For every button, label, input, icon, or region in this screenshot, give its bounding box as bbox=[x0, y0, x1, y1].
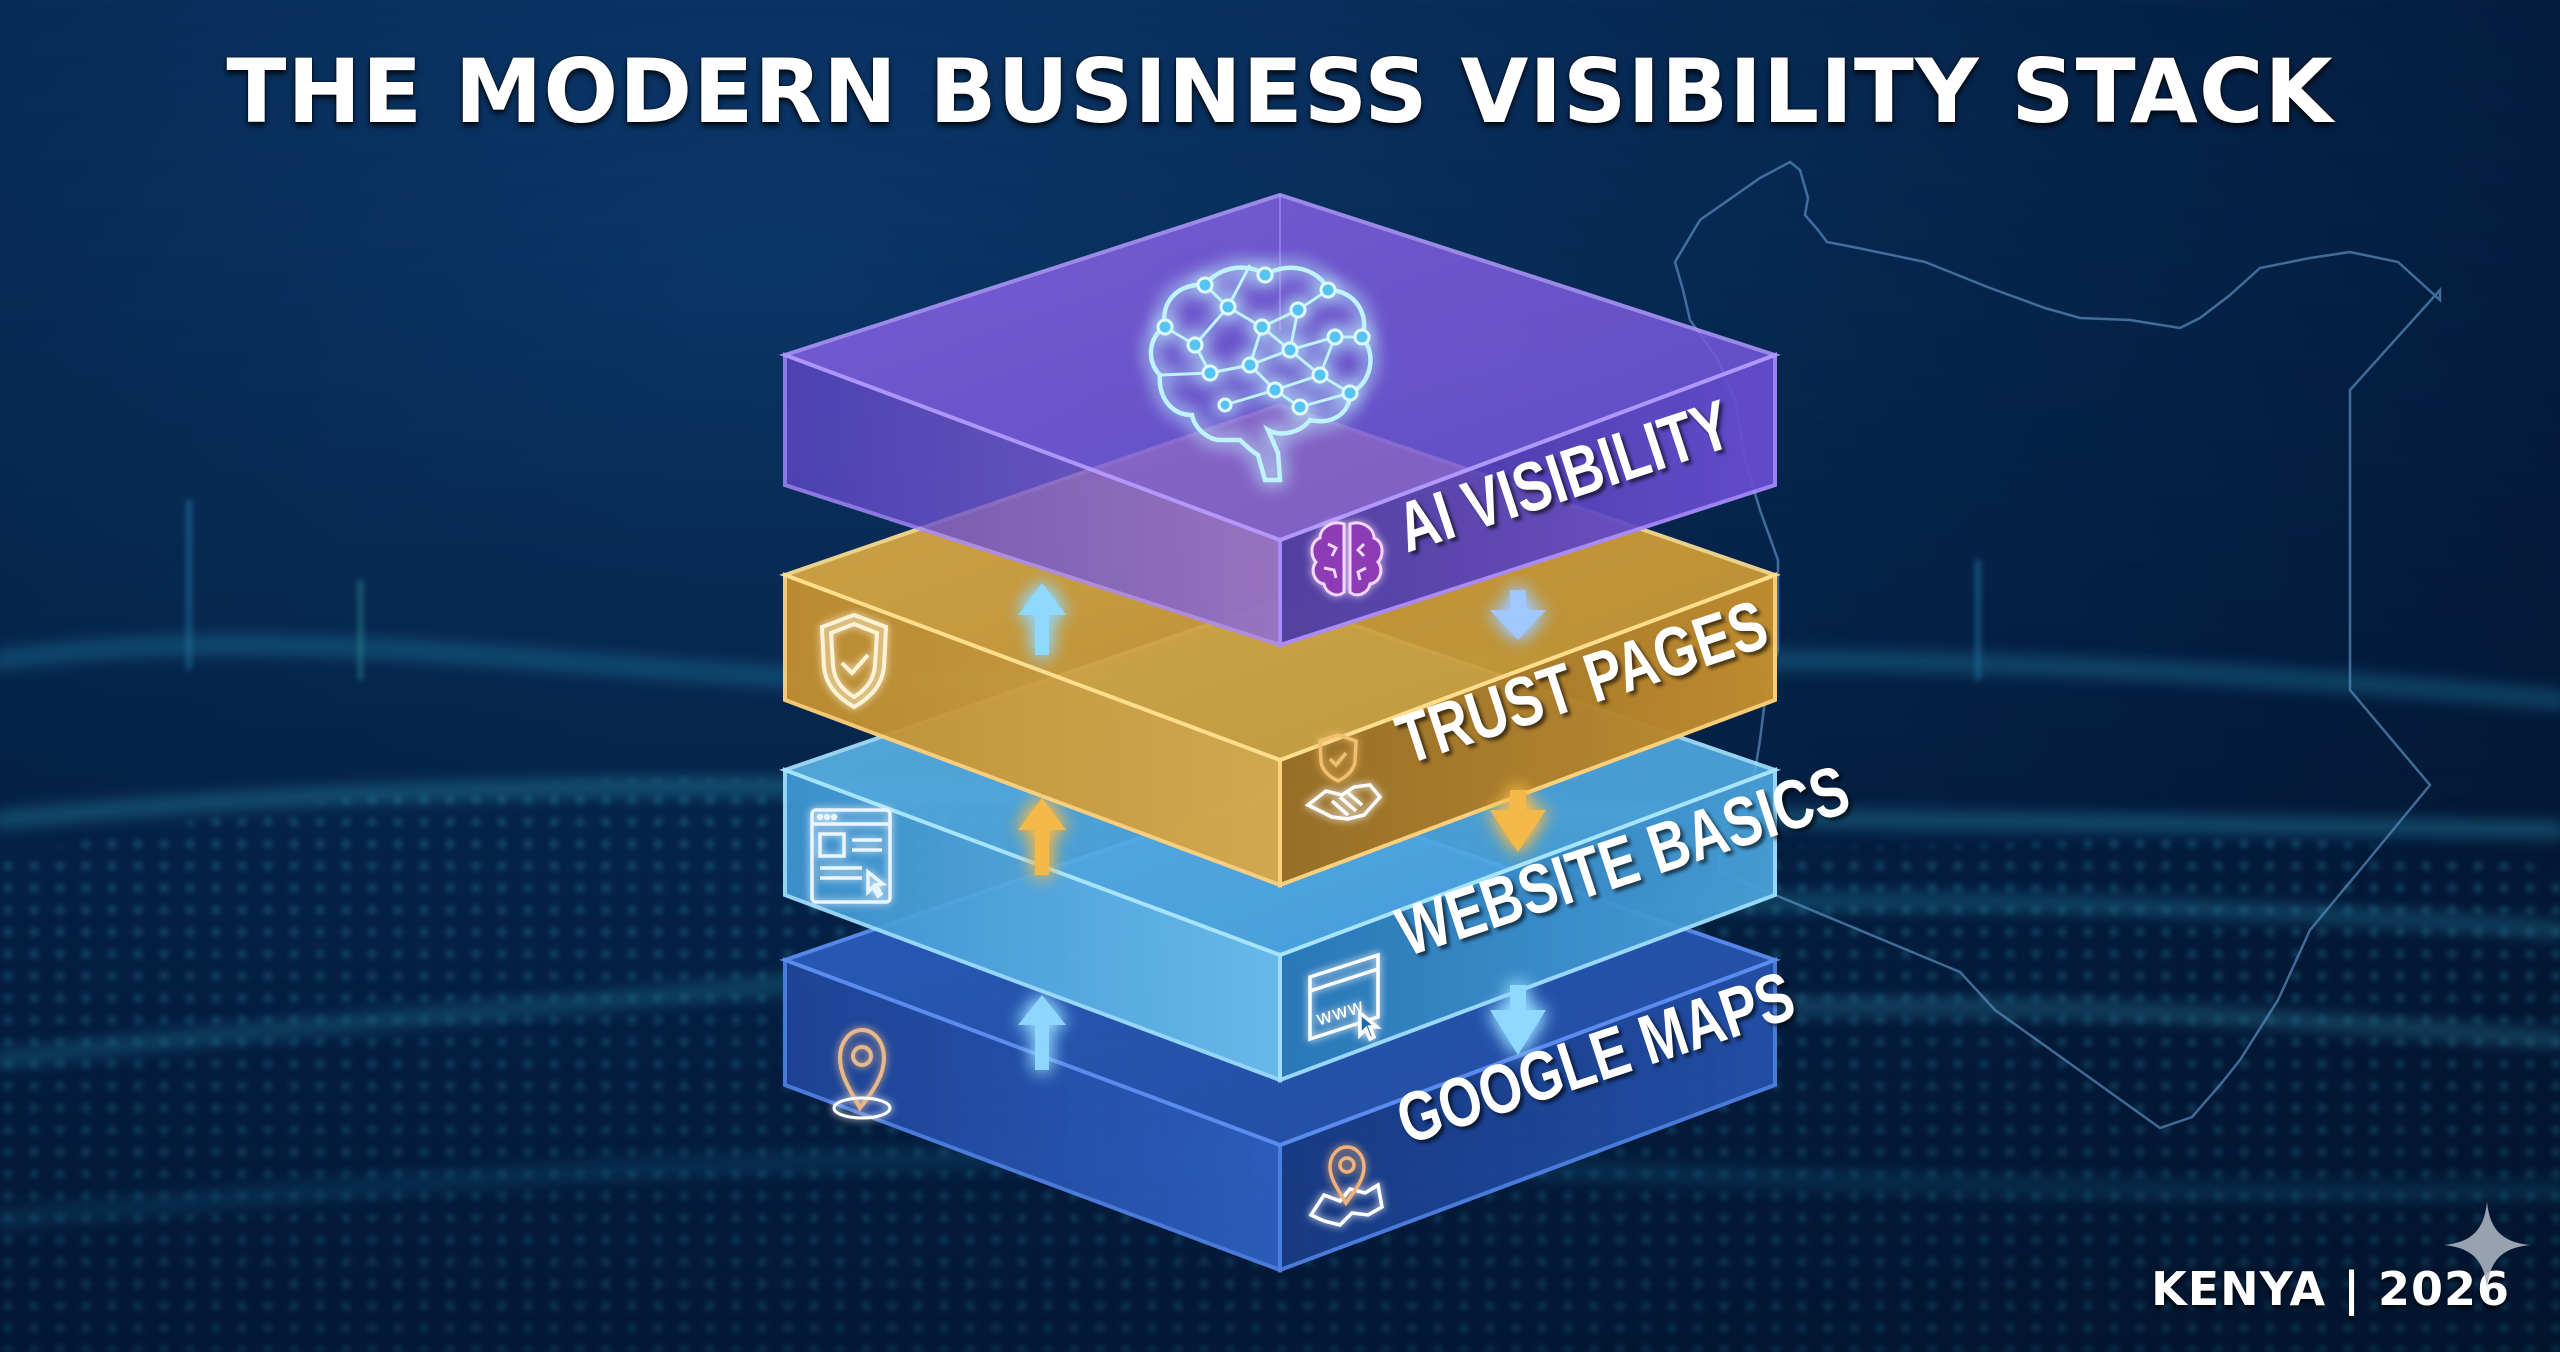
shield-check-icon bbox=[819, 612, 889, 710]
location-pin-icon bbox=[832, 1027, 892, 1120]
down-arrow bbox=[1490, 590, 1546, 640]
map-pin-icon bbox=[1308, 1145, 1384, 1227]
neural-brain-icon bbox=[1148, 264, 1373, 483]
brain-icon bbox=[1310, 521, 1384, 597]
handshake-shield-icon bbox=[1304, 733, 1383, 821]
layer-ai-visibility bbox=[778, 192, 1782, 648]
up-arrow bbox=[1018, 798, 1066, 875]
down-arrow bbox=[1490, 985, 1546, 1055]
down-arrow bbox=[1490, 790, 1546, 852]
region-year-label: KENYA | 2026 bbox=[2151, 1262, 2510, 1316]
www-browser-icon: www bbox=[1308, 952, 1382, 1042]
sparkle-icon bbox=[2444, 1202, 2530, 1288]
up-arrow bbox=[1018, 995, 1066, 1070]
up-arrow bbox=[1018, 583, 1066, 655]
webpage-cursor-icon bbox=[810, 808, 892, 904]
page-title: THE MODERN BUSINESS VISIBILITY STACK bbox=[226, 40, 2334, 143]
